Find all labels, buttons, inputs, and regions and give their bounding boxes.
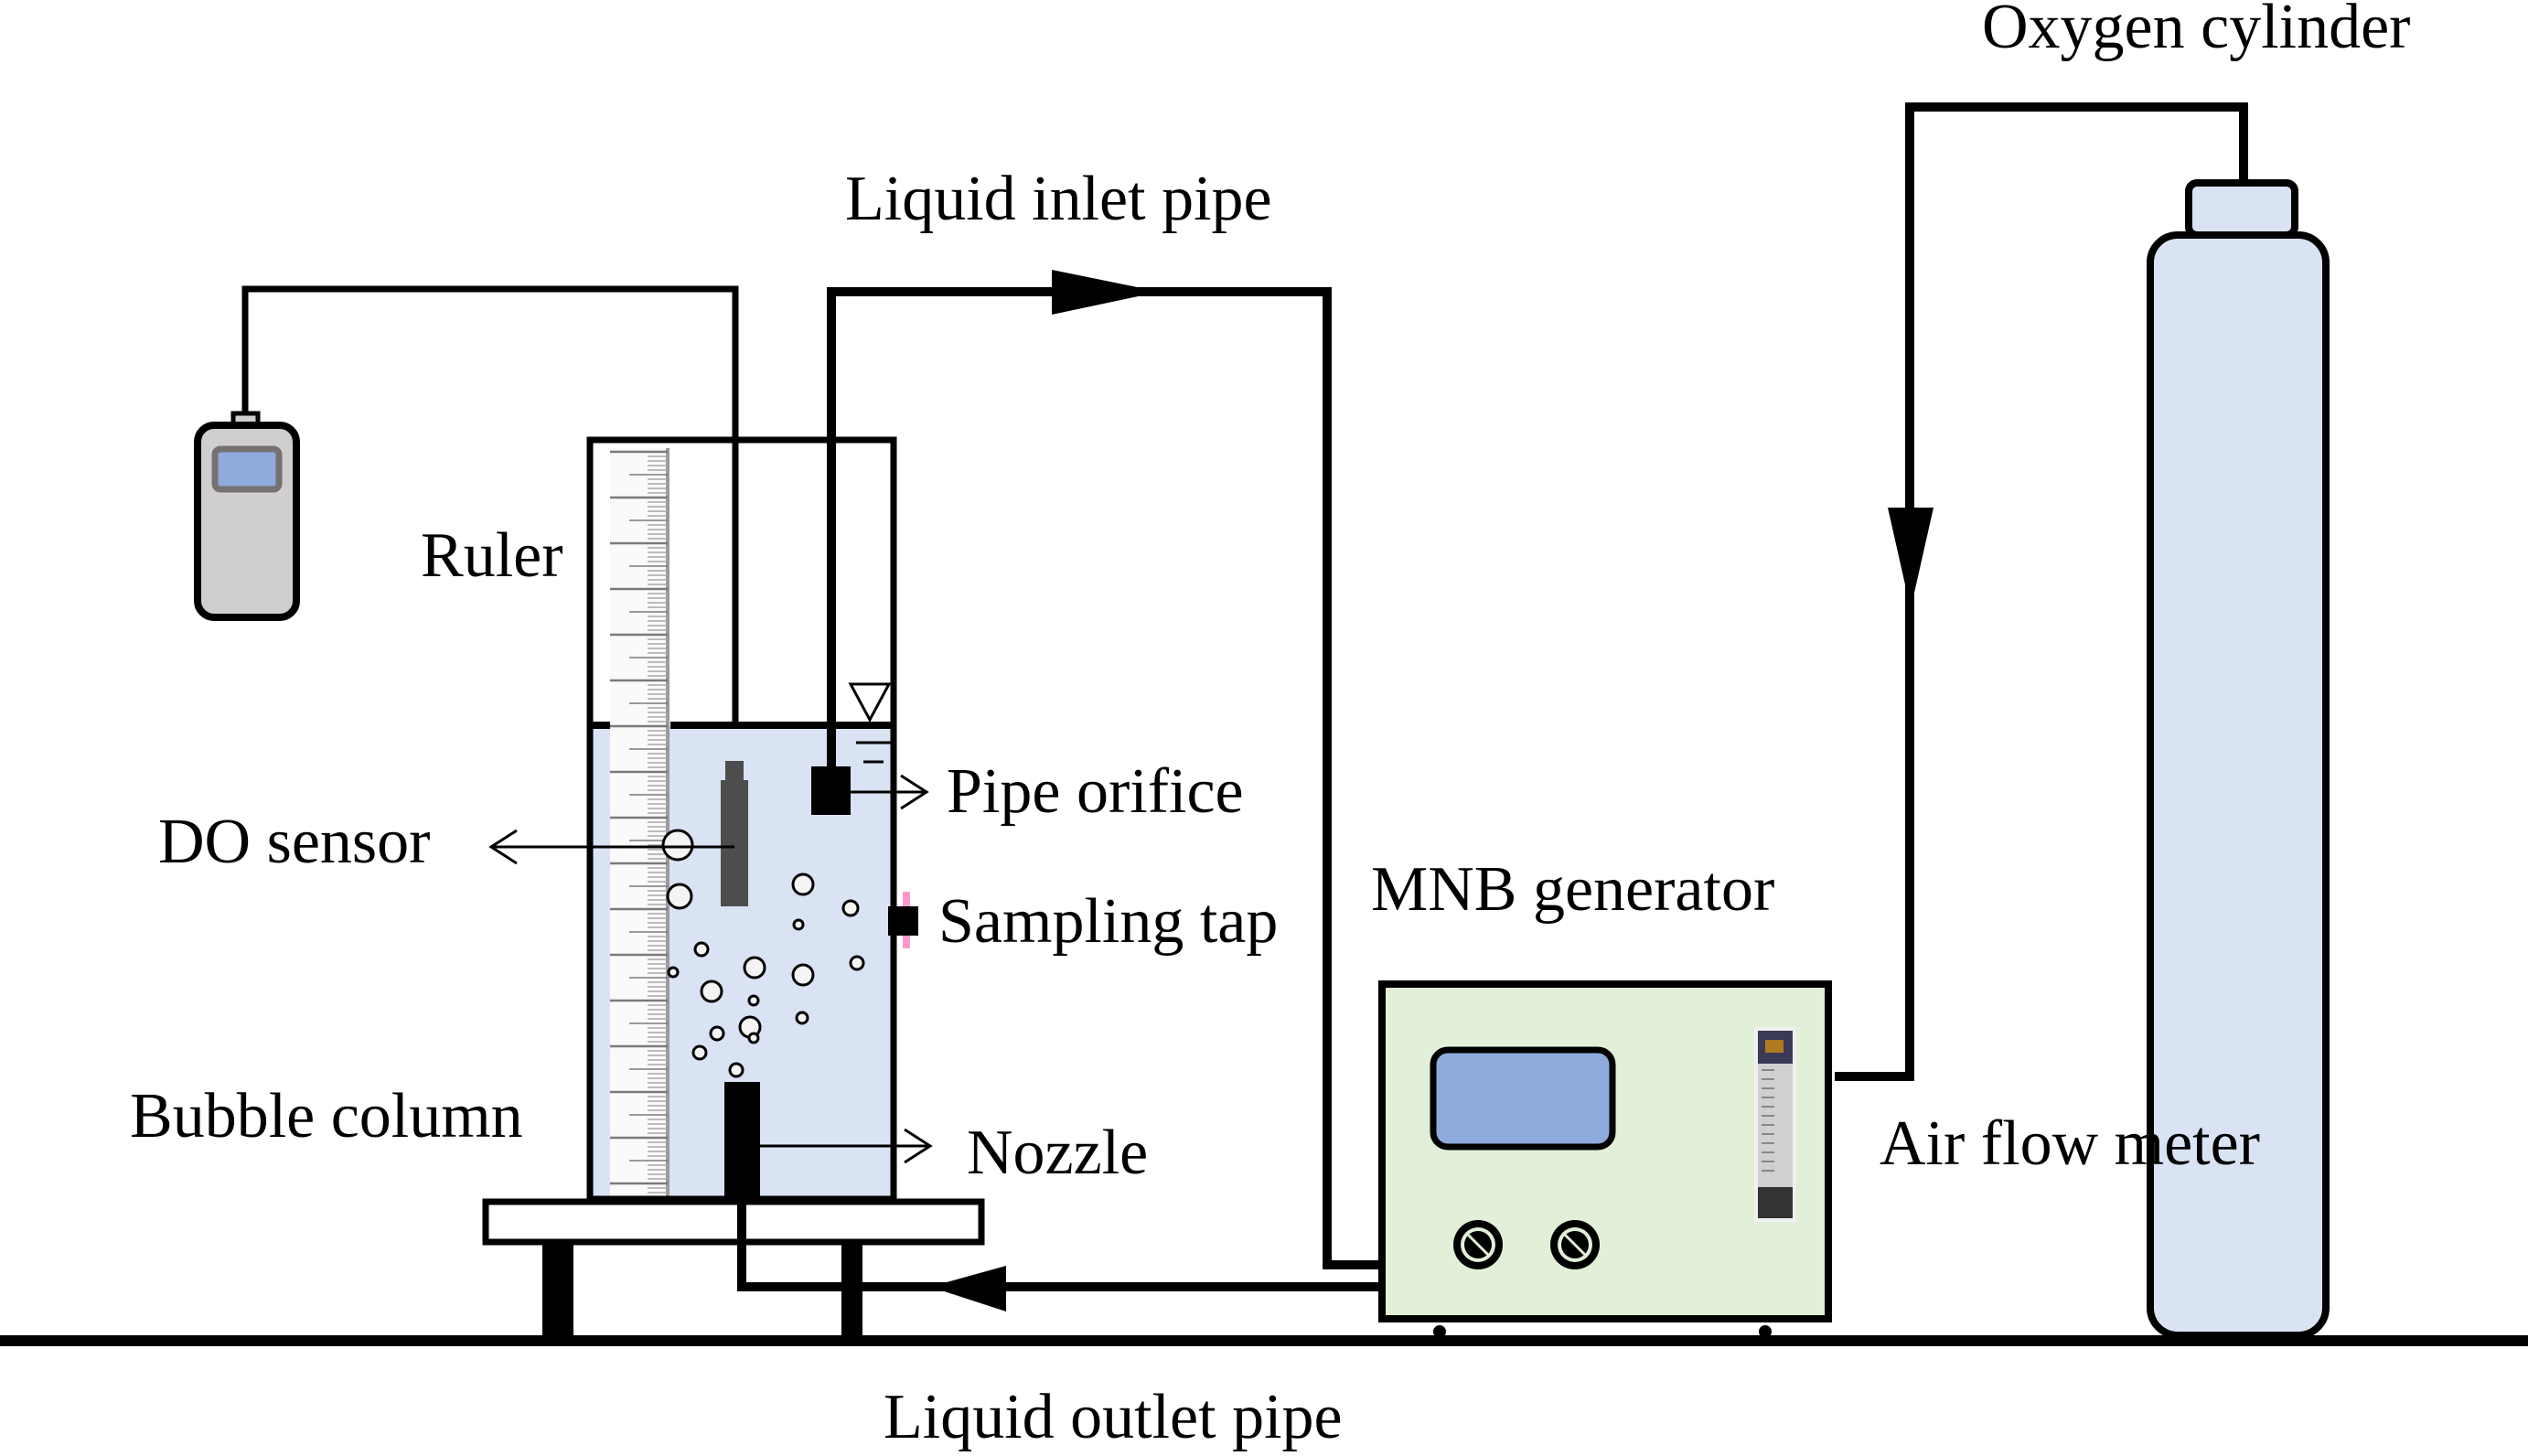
sampling-tap-label: Sampling tap — [938, 886, 1278, 957]
right-arrow-icon — [1052, 270, 1160, 315]
knob-right-icon — [1550, 1220, 1600, 1269]
bubble — [791, 873, 815, 896]
bubble — [709, 1025, 725, 1042]
do-sensor-probe — [721, 780, 748, 906]
callout-arrows — [488, 774, 933, 1164]
generator-screen — [1430, 1046, 1616, 1151]
oxygen-line — [1835, 102, 2248, 1081]
bubble — [747, 1032, 760, 1044]
bubble — [691, 1044, 708, 1061]
bubble — [792, 918, 805, 931]
pipe-orifice-label: Pipe orifice — [947, 756, 1244, 827]
oxygen-cylinder — [2147, 179, 2330, 1339]
do-meter — [194, 285, 739, 768]
do-meter-cable — [241, 285, 739, 768]
liquid-inlet-pipe — [827, 270, 1379, 1269]
flowmeter-scale — [1762, 1069, 1774, 1172]
liquid-outlet-pipe — [737, 1201, 1379, 1311]
bubble — [666, 883, 693, 910]
left-arrow-icon — [930, 1266, 1006, 1311]
generator-foot — [1759, 1325, 1772, 1338]
bubble-column — [586, 436, 918, 1203]
table — [482, 1198, 985, 1338]
air-flow-meter — [1754, 1027, 1796, 1222]
table-leg-left — [542, 1242, 573, 1338]
bubble — [700, 980, 723, 1003]
bubble — [743, 956, 766, 980]
ground-line — [0, 1335, 2528, 1346]
bubble — [661, 829, 694, 862]
water-level-symbol-icon — [848, 682, 892, 723]
do-meter-screen — [211, 445, 283, 493]
bubble — [728, 1062, 744, 1078]
mnb-generator — [1378, 980, 1832, 1338]
cylinder-cap — [2185, 179, 2298, 239]
mnb-generator-label: MNB generator — [1371, 854, 1774, 925]
air-flow-meter-label: Air flow meter — [1880, 1108, 2260, 1179]
liquid-inlet-pipe-label: Liquid inlet pipe — [845, 164, 1272, 234]
nozzle — [724, 1082, 760, 1201]
bubble — [841, 899, 860, 917]
generator-foot — [1433, 1325, 1446, 1338]
ruler — [610, 448, 669, 1198]
bubble-column-label: Bubble column — [130, 1081, 523, 1151]
oxygen-cylinder-label: Oxygen cylinder — [1982, 0, 2410, 62]
liquid-outlet-pipe-label: Liquid outlet pipe — [884, 1382, 1343, 1452]
table-top — [482, 1198, 985, 1246]
generator-box-icon — [1378, 980, 1832, 1322]
do-sensor-label: DO sensor — [158, 807, 430, 877]
nozzle-label: Nozzle — [967, 1118, 1148, 1188]
bubble — [791, 963, 815, 987]
knob-left-icon — [1453, 1220, 1503, 1269]
do-sensor-probe-tip — [725, 761, 744, 781]
pipe-orifice — [811, 766, 851, 815]
bubble — [693, 941, 710, 958]
sampling-tap — [888, 906, 918, 936]
bubbles — [661, 829, 865, 1078]
down-arrow-icon — [1888, 508, 1933, 609]
bubble — [795, 1011, 809, 1025]
bubble — [747, 994, 760, 1007]
bubble — [849, 955, 865, 971]
gas-cylinder-icon — [2147, 231, 2330, 1339]
bubble — [667, 966, 680, 979]
ruler-label: Ruler — [421, 520, 563, 591]
